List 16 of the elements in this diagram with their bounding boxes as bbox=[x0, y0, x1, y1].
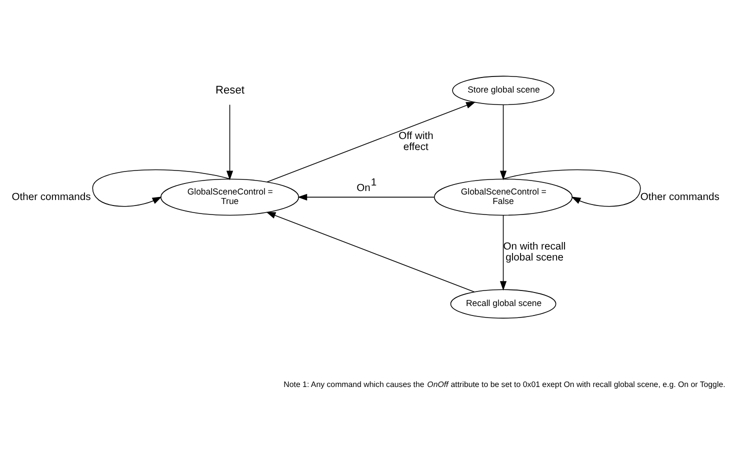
edge-label: Other commands bbox=[640, 192, 720, 203]
arrow bbox=[500, 214, 507, 291]
edge-label: Other commands bbox=[12, 192, 91, 203]
edge-label: On with recall global scene bbox=[503, 242, 566, 264]
node-ellipse: Recall global scene bbox=[450, 289, 556, 319]
arrow bbox=[266, 102, 476, 182]
label: Note 1: Any command which causes the OnOff attribute to be set to 0x01 exept On with recall global scene, e.g. On or Toggle. bbox=[284, 380, 726, 389]
arrow bbox=[500, 104, 507, 180]
node-ellipse: Store global scene bbox=[452, 76, 554, 106]
arrow bbox=[298, 194, 435, 200]
node-ellipse: GlobalSceneControl = False bbox=[434, 178, 573, 216]
node-text: Reset bbox=[215, 84, 244, 96]
edge-label: Off with effect bbox=[398, 131, 434, 154]
node-ellipse: GlobalSceneControl = True bbox=[160, 178, 300, 216]
arrow bbox=[226, 104, 234, 180]
arrow bbox=[266, 212, 475, 292]
